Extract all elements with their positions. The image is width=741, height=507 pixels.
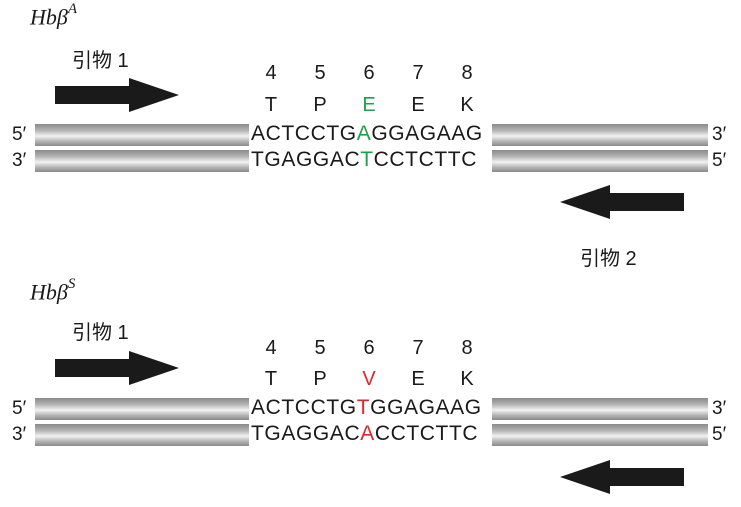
dna-bar-bottom-left — [35, 150, 249, 172]
mutated-base: T — [360, 148, 374, 171]
strand-end-top-left: 5′ — [12, 398, 27, 419]
bottom-strand-sequence: TGAGGACACCTCTTC — [251, 422, 478, 446]
amino-acid: E — [411, 368, 425, 390]
sequence-segment: CCTCTTC — [374, 422, 479, 445]
amino-acid: E — [411, 94, 425, 116]
sequence-segment: ACTCCTG — [251, 122, 357, 145]
codon-number: 8 — [461, 337, 473, 359]
amino-acid: T — [264, 368, 278, 390]
mutated-base: T — [356, 396, 371, 419]
strand-end-bottom-left: 3′ — [12, 150, 27, 171]
amino-acid: K — [460, 94, 474, 116]
amino-acid-mutated: E — [362, 94, 376, 116]
amino-acid-mutated: V — [362, 368, 376, 390]
gene-superscript: A — [67, 1, 78, 17]
primer1-label: 引物 1 — [72, 50, 129, 72]
gene-name: Hbβ — [30, 279, 68, 305]
codon-number: 5 — [314, 62, 326, 84]
primer2-label: 引物 2 — [580, 248, 637, 270]
primer1-arrow-icon — [55, 78, 179, 112]
dna-bar-top-right — [492, 124, 708, 146]
gene-label-s: HbβS — [30, 276, 76, 305]
dna-bar-top-left — [35, 124, 249, 146]
top-strand-sequence: ACTCCTGTGGAGAAG — [251, 396, 482, 420]
strand-end-bottom-right: 5′ — [712, 424, 727, 445]
mutated-base: A — [356, 122, 372, 145]
gene-name: Hbβ — [30, 4, 68, 30]
sequence-segment: GGAGAAG — [371, 122, 483, 145]
sequence-segment: ACTCCTG — [251, 396, 357, 419]
amino-acid: T — [264, 94, 278, 116]
dna-bar-bottom-left — [35, 424, 249, 446]
sequence-segment: TGAGGAC — [251, 148, 361, 171]
dna-bar-top-right — [492, 398, 708, 420]
mutated-base: A — [360, 422, 375, 445]
codon-number: 5 — [314, 337, 326, 359]
primer1-arrow-icon — [55, 351, 179, 385]
primer2-arrow-icon — [560, 185, 684, 219]
codon-number: 4 — [265, 62, 277, 84]
primer2-arrow-icon — [560, 460, 684, 494]
sequence-segment: TGAGGAC — [251, 422, 361, 445]
amino-acid: P — [313, 368, 327, 390]
strand-end-bottom-left: 3′ — [12, 424, 27, 445]
amino-acid: P — [313, 94, 327, 116]
gene-superscript: S — [67, 276, 76, 292]
gene-label-a: HbβA — [30, 1, 78, 30]
dna-bar-bottom-right — [492, 424, 708, 446]
amino-acid: K — [460, 368, 474, 390]
codon-number: 6 — [363, 62, 375, 84]
strand-end-top-right: 3′ — [712, 124, 727, 145]
codon-number: 7 — [412, 337, 424, 359]
codon-number: 6 — [363, 337, 375, 359]
dna-bar-bottom-right — [492, 150, 708, 172]
sequence-segment: CCTCTTC — [373, 148, 478, 171]
codon-number: 8 — [461, 62, 473, 84]
codon-number: 7 — [412, 62, 424, 84]
strand-end-top-right: 3′ — [712, 398, 727, 419]
sequence-segment: GGAGAAG — [370, 396, 482, 419]
top-strand-sequence: ACTCCTGAGGAGAAG — [251, 122, 483, 146]
codon-number: 4 — [265, 337, 277, 359]
strand-end-top-left: 5′ — [12, 124, 27, 145]
dna-bar-top-left — [35, 398, 249, 420]
primer1-label: 引物 1 — [72, 322, 129, 344]
strand-end-bottom-right: 5′ — [712, 150, 727, 171]
bottom-strand-sequence: TGAGGACTCCTCTTC — [251, 148, 477, 172]
